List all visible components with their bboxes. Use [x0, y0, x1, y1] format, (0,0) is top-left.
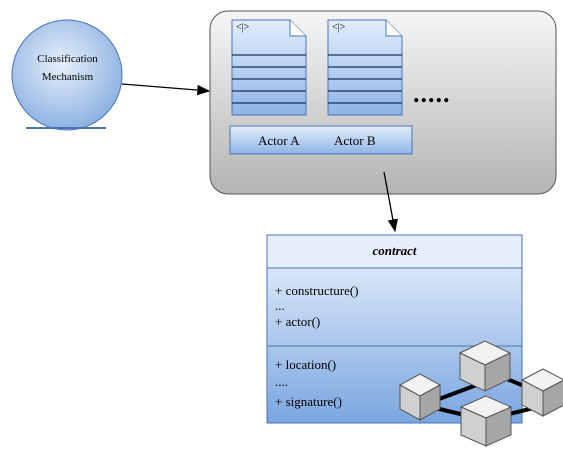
- cube-icon: [520, 368, 563, 417]
- classifier-label-line1: Classification: [37, 53, 98, 65]
- classifier-label-line2: Mechanism: [41, 71, 94, 83]
- actor-b-label: Actor B: [334, 133, 376, 148]
- document-icon: [327, 19, 403, 116]
- method-constructure: + constructure(): [275, 283, 359, 298]
- actors-bar: [229, 125, 413, 155]
- more-documents-indicator: .....: [413, 79, 451, 108]
- arrow-classifier-to-panel: [121, 83, 211, 96]
- blockchain-network-icon: [398, 340, 563, 447]
- cube-icon: [398, 373, 442, 421]
- classification-mechanism-node: [11, 19, 123, 131]
- method-ellipsis: ...: [275, 298, 285, 313]
- arrow-panel-to-contract: [383, 171, 398, 233]
- classification-mechanism-label: Classification Mechanism: [10, 50, 125, 86]
- method-location: + location(): [275, 357, 337, 372]
- method-actor: + actor(): [275, 314, 321, 329]
- method-signature: + signature(): [275, 394, 342, 409]
- method-ellipsis: ....: [275, 374, 288, 389]
- document-tag: <|>: [236, 22, 250, 33]
- contract-class-box: [266, 234, 523, 424]
- cube-icon: [458, 340, 512, 392]
- cube-icon: [459, 395, 513, 447]
- document-icon: [231, 19, 307, 116]
- document-tag: <|>: [332, 22, 346, 33]
- contract-title: contract: [372, 243, 417, 258]
- actor-a-label: Actor A: [258, 133, 300, 148]
